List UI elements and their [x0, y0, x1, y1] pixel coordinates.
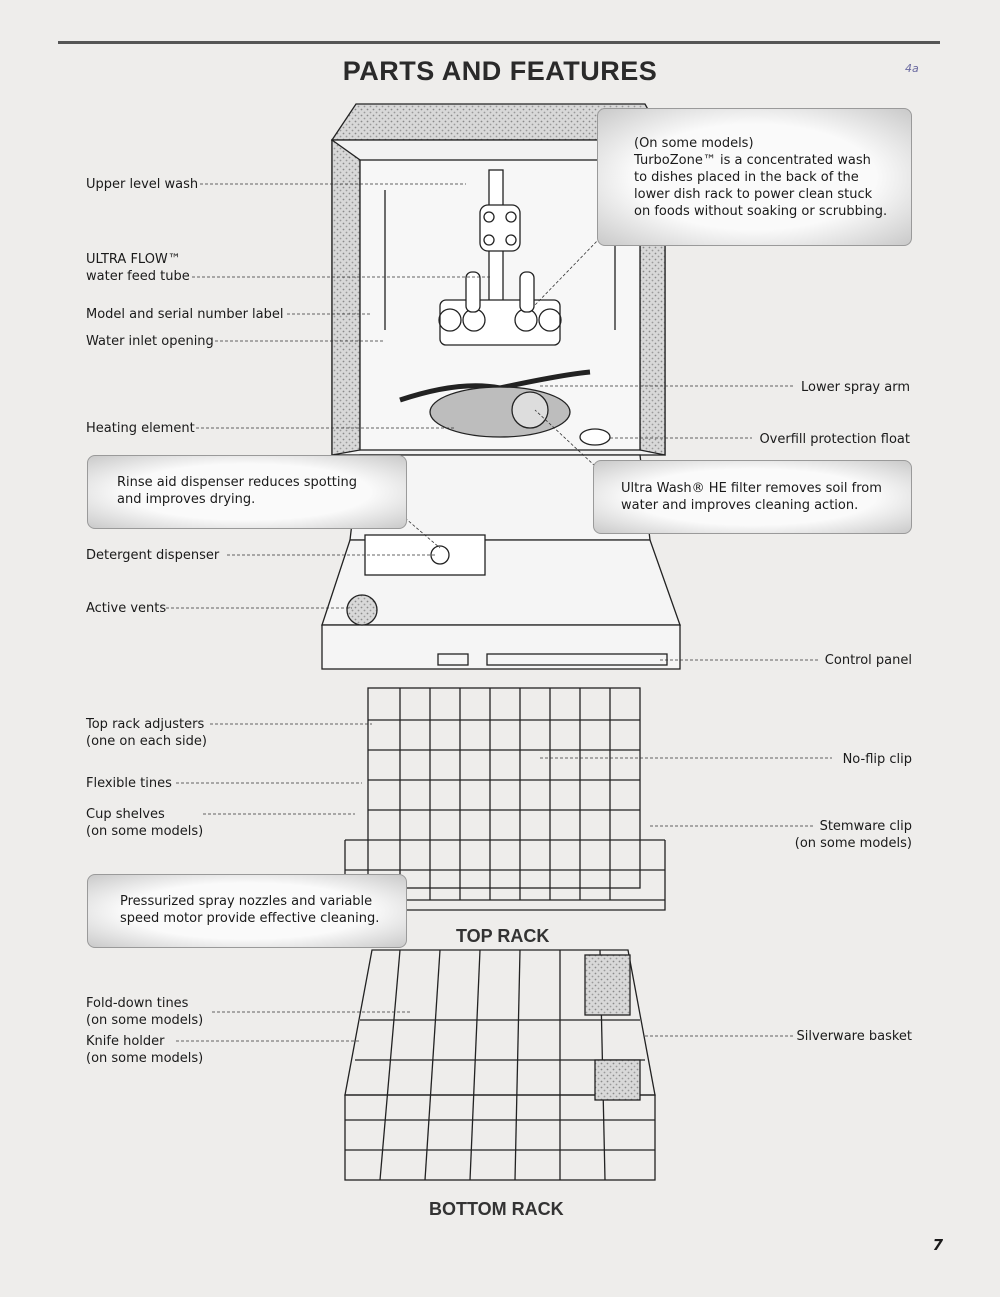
callout-turbozone-line2: TurboZone™ is a concentrated wash — [634, 153, 871, 168]
callout-ultra-wash-line2: water and improves cleaning action. — [621, 498, 859, 513]
callout-turbozone-line4: lower dish rack to power clean stuck — [634, 187, 873, 202]
label-top-rack-adjusters: Top rack adjusters (one on each side) — [86, 716, 207, 750]
callout-ultra-wash-line1: Ultra Wash® HE filter removes soil from — [621, 481, 882, 496]
label-ultra-flow-line1: ULTRA FLOW™ — [86, 252, 181, 267]
label-fold-down-tines: Fold-down tines (on some models) — [86, 995, 203, 1029]
label-ultra-flow: ULTRA FLOW™ water feed tube — [86, 251, 190, 285]
top-rack-title: TOP RACK — [456, 926, 550, 946]
label-model-serial: Model and serial number label — [86, 307, 284, 322]
handwritten-mark: 4a — [905, 62, 919, 75]
label-upper-level-wash: Upper level wash — [86, 177, 199, 192]
callout-turbozone-line3: to dishes placed in the back of the — [634, 170, 859, 185]
bottom-rack — [344, 949, 656, 1181]
label-knife-holder-line2: (on some models) — [86, 1051, 204, 1066]
turbozone-nozzles — [438, 271, 562, 346]
label-flexible-tines: Flexible tines — [86, 776, 172, 791]
callout-rinse-aid-line1: Rinse aid dispenser reduces spotting — [117, 475, 357, 490]
callout-pressurized-line1: Pressurized spray nozzles and variable — [120, 894, 373, 909]
callout-rinse-aid: Rinse aid dispenser reduces spotting and… — [87, 455, 407, 529]
page-number: 7 — [932, 1236, 943, 1254]
label-fold-down-tines-line1: Fold-down tines — [86, 996, 189, 1011]
label-detergent-dispenser: Detergent dispenser — [86, 548, 220, 563]
label-stemware-clip-line2: (on some models) — [794, 836, 912, 851]
label-water-inlet: Water inlet opening — [86, 334, 214, 349]
top-rule — [58, 41, 940, 44]
callout-turbozone-line5: on foods without soaking or scrubbing. — [634, 204, 888, 219]
label-knife-holder-line1: Knife holder — [86, 1034, 165, 1049]
label-control-panel: Control panel — [824, 653, 912, 668]
label-knife-holder: Knife holder (on some models) — [86, 1033, 203, 1067]
label-cup-shelves-line2: (on some models) — [86, 824, 204, 839]
label-stemware-clip: Stemware clip (on some models) — [795, 818, 912, 852]
callout-turbozone: (On some models) TurboZone™ is a concent… — [597, 108, 912, 246]
label-overfill-float: Overfill protection float — [759, 432, 910, 447]
door — [321, 454, 681, 670]
label-no-flip-clip: No-flip clip — [842, 752, 912, 767]
callout-pressurized: Pressurized spray nozzles and variable s… — [87, 874, 407, 948]
label-lower-spray-arm: Lower spray arm — [801, 380, 910, 395]
callout-ultra-wash: Ultra Wash® HE filter removes soil from … — [593, 460, 912, 534]
page-title: PARTS AND FEATURES — [342, 56, 658, 86]
feed-tube — [479, 169, 521, 331]
label-cup-shelves: Cup shelves (on some models) — [86, 806, 203, 840]
label-cup-shelves-line1: Cup shelves — [86, 807, 165, 822]
label-heating-element: Heating element — [86, 421, 195, 436]
callout-turbozone-line1: (On some models) — [634, 136, 754, 151]
label-ultra-flow-line2: water feed tube — [86, 269, 190, 284]
callout-rinse-aid-line2: and improves drying. — [117, 492, 256, 507]
label-top-rack-adjusters-line1: Top rack adjusters — [86, 717, 205, 732]
label-top-rack-adjusters-line2: (one on each side) — [86, 734, 207, 749]
leader-lines — [166, 183, 832, 1042]
label-fold-down-tines-line2: (on some models) — [86, 1013, 204, 1028]
label-stemware-clip-line1: Stemware clip — [819, 819, 912, 834]
label-silverware-basket: Silverware basket — [796, 1029, 912, 1044]
bottom-rack-title: BOTTOM RACK — [429, 1199, 564, 1219]
label-active-vents: Active vents — [86, 601, 167, 616]
callout-pressurized-line2: speed motor provide effective cleaning. — [120, 911, 380, 926]
